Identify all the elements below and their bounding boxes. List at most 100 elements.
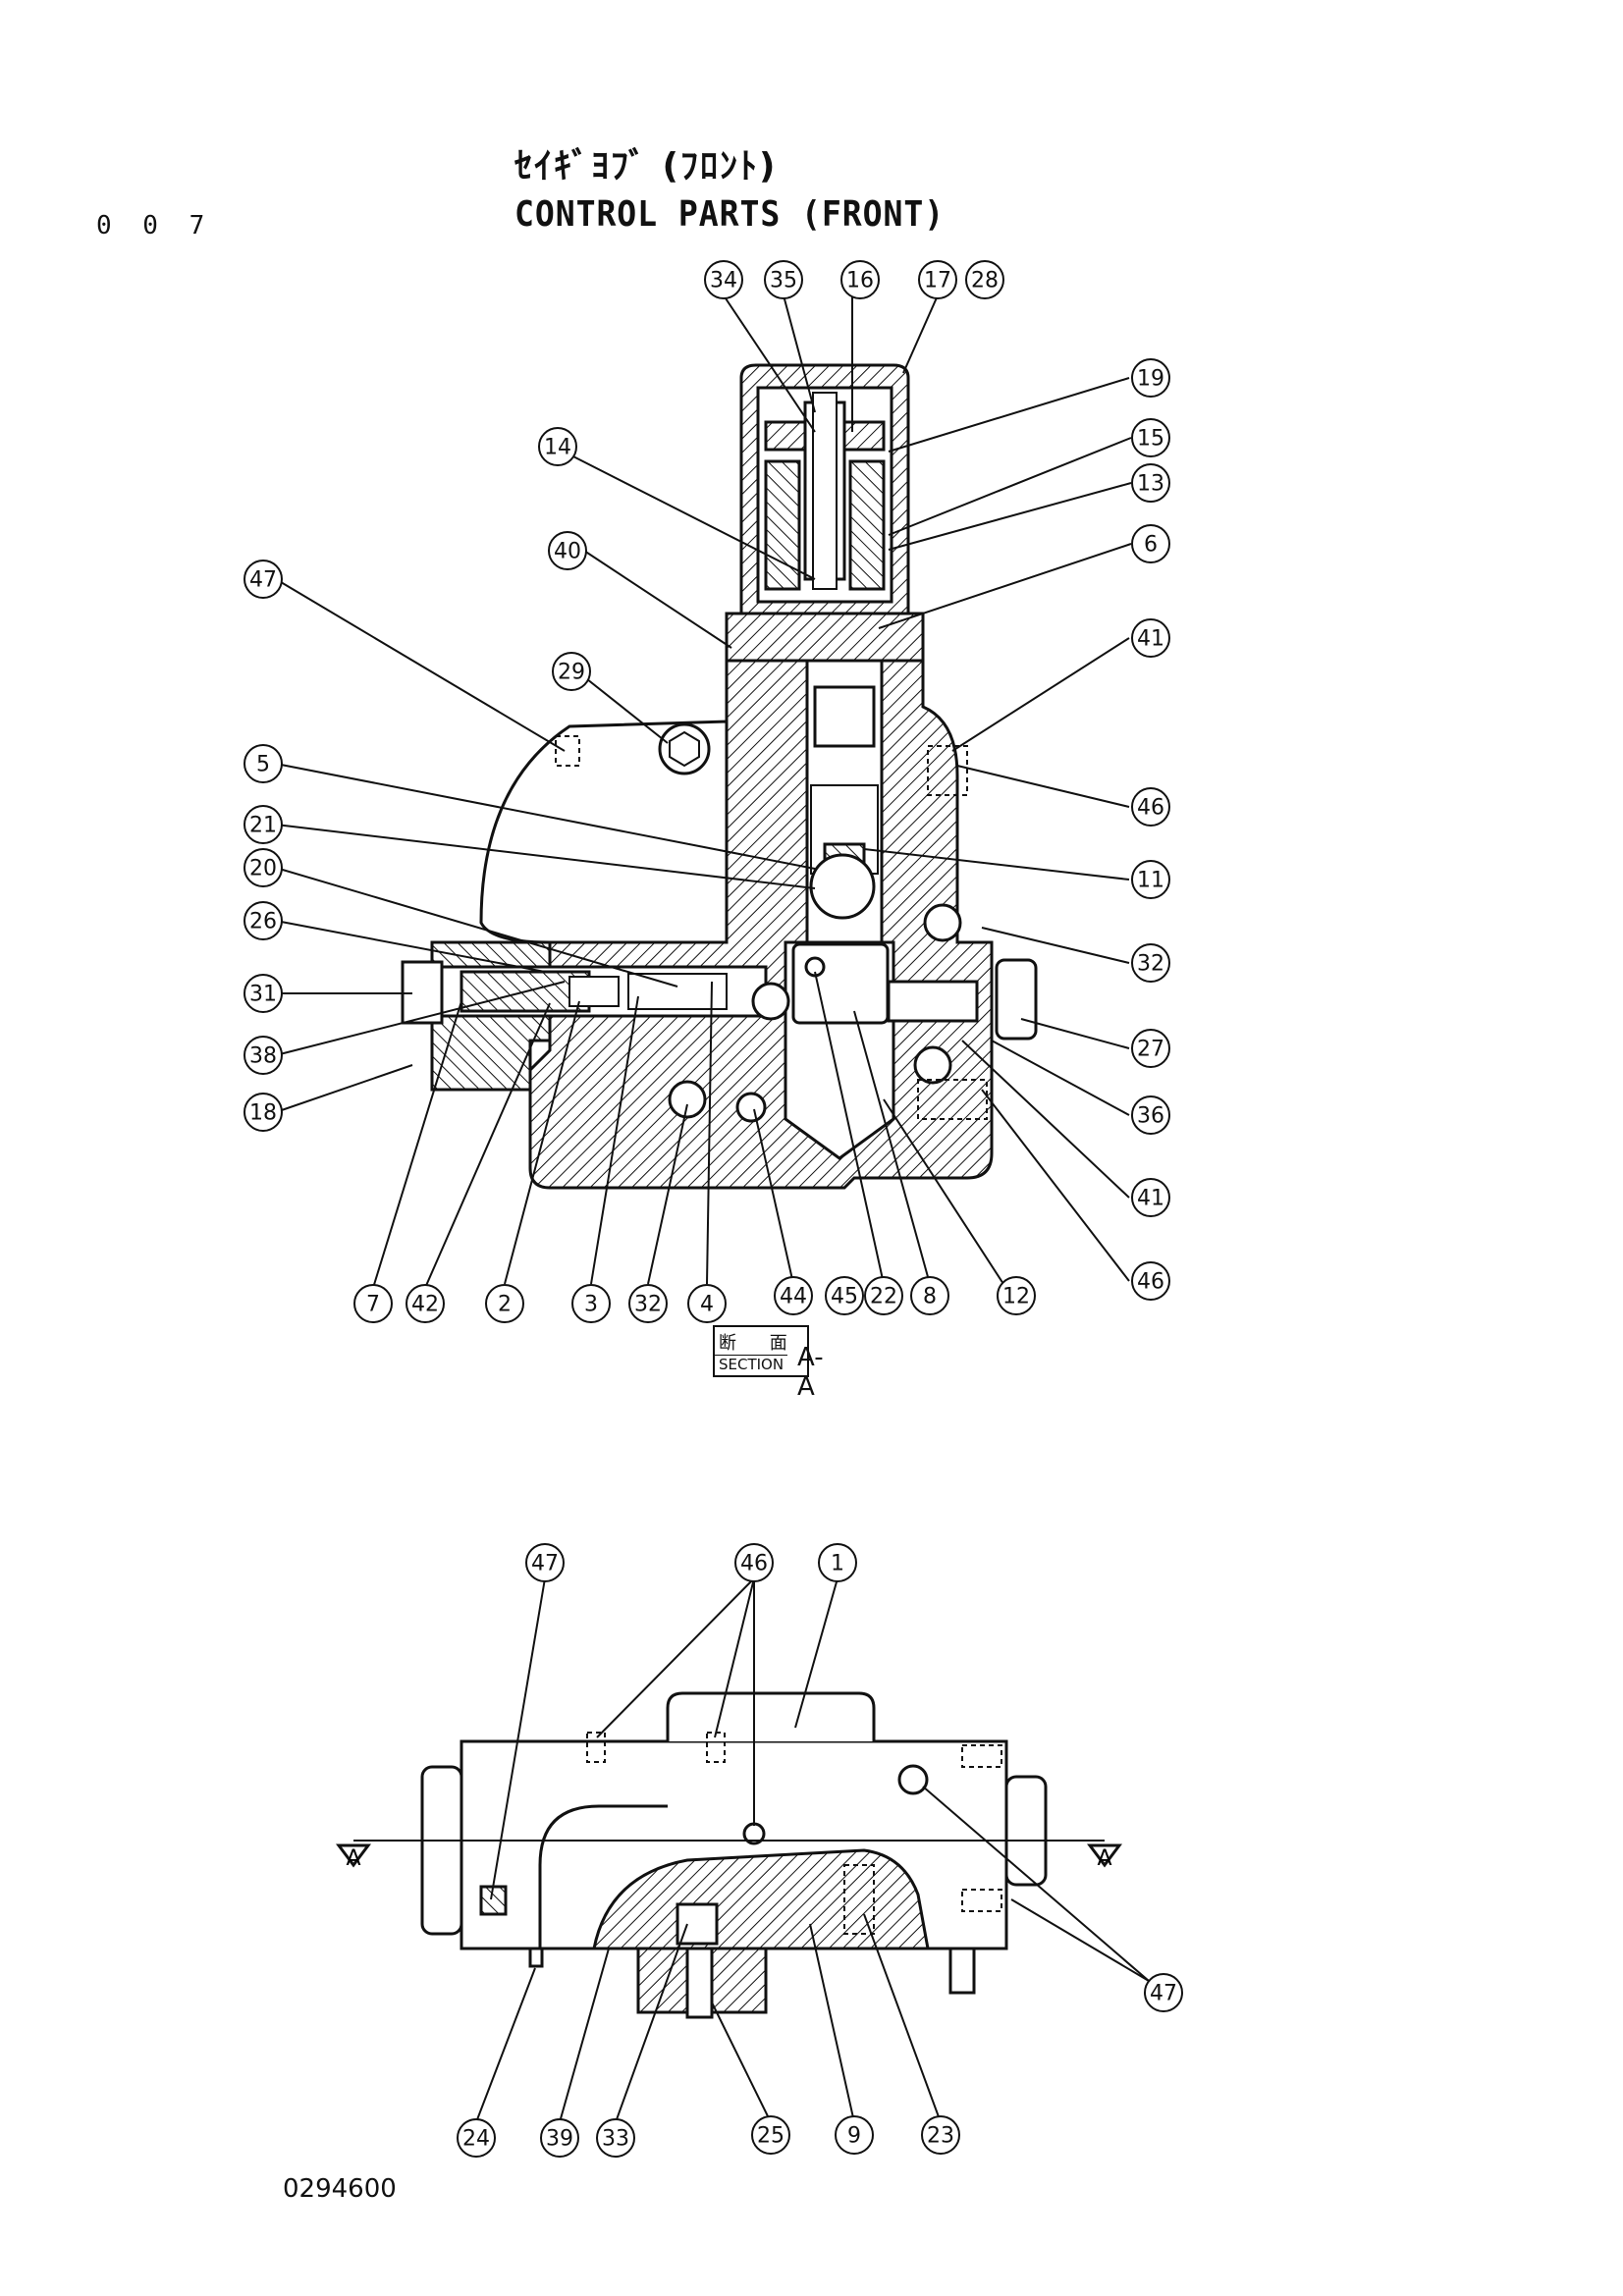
callout-top-4: 4	[687, 1284, 727, 1323]
svg-text:12: 12	[1002, 1285, 1030, 1309]
leader-lines-bottom	[475, 1577, 1150, 2123]
svg-text:9: 9	[847, 2124, 861, 2149]
callout-bottom-1: 1	[818, 1543, 857, 1582]
svg-text:46: 46	[1137, 1270, 1164, 1295]
svg-text:13: 13	[1137, 472, 1164, 497]
svg-text:28: 28	[971, 269, 999, 294]
section-label: 断 面 SECTION A-A	[713, 1325, 824, 1402]
section-arrow-left-label: A	[346, 1846, 360, 1871]
callouts-bottom: 47 46 1 47 24 39 33 25 9 23	[457, 1543, 1183, 2158]
svg-text:46: 46	[1137, 796, 1164, 821]
drawing-number: 0294600	[283, 2174, 397, 2204]
svg-text:16: 16	[846, 269, 874, 294]
callout-top-8: 8	[910, 1276, 949, 1315]
callout-top-20: 20	[243, 848, 283, 887]
title-japanese: ｾｲｷﾞﾖﾌﾞ (ﾌﾛﾝﾄ)	[514, 146, 778, 187]
svg-text:4: 4	[700, 1293, 714, 1317]
svg-text:31: 31	[249, 983, 277, 1007]
svg-text:41: 41	[1137, 627, 1164, 652]
svg-text:40: 40	[554, 540, 581, 564]
callout-bottom-39: 39	[540, 2118, 579, 2158]
callout-top-32: 32	[1131, 943, 1170, 983]
svg-text:41: 41	[1137, 1187, 1164, 1211]
svg-text:29: 29	[558, 661, 585, 685]
svg-text:44: 44	[780, 1285, 807, 1309]
callout-top-17: 17	[918, 260, 957, 299]
callout-top-32: 32	[628, 1284, 668, 1323]
svg-text:1: 1	[831, 1552, 844, 1576]
callout-top-40: 40	[548, 531, 587, 570]
callout-top-7: 7	[353, 1284, 393, 1323]
svg-text:35: 35	[770, 269, 797, 294]
callout-top-13: 13	[1131, 463, 1170, 503]
svg-text:15: 15	[1137, 427, 1164, 452]
callout-bottom-24: 24	[457, 2118, 496, 2158]
callout-top-18: 18	[243, 1093, 283, 1132]
callout-bottom-9: 9	[835, 2115, 874, 2155]
svg-text:6: 6	[1144, 533, 1158, 558]
callout-top-46: 46	[1131, 787, 1170, 827]
callout-top-46: 46	[1131, 1261, 1170, 1301]
svg-text:2: 2	[498, 1293, 512, 1317]
section-arrow-right-label: A	[1097, 1846, 1111, 1871]
callout-top-19: 19	[1131, 358, 1170, 398]
callout-top-31: 31	[243, 974, 283, 1013]
svg-text:47: 47	[531, 1552, 559, 1576]
callout-top-22: 22	[864, 1276, 903, 1315]
svg-text:45: 45	[831, 1285, 858, 1309]
callout-top-11: 11	[1131, 860, 1170, 899]
svg-text:38: 38	[249, 1044, 277, 1069]
callout-top-35: 35	[764, 260, 803, 299]
callout-top-28: 28	[965, 260, 1004, 299]
callout-top-36: 36	[1131, 1095, 1170, 1135]
callout-top-2: 2	[485, 1284, 524, 1323]
svg-text:26: 26	[249, 910, 277, 934]
svg-text:24: 24	[462, 2127, 490, 2152]
callout-bottom-47: 47	[525, 1543, 565, 1582]
svg-text:25: 25	[757, 2124, 784, 2149]
section-aa-view	[401, 363, 1038, 1190]
callout-top-5: 5	[243, 744, 283, 783]
svg-text:17: 17	[924, 269, 951, 294]
callout-top-16: 16	[840, 260, 880, 299]
svg-text:36: 36	[1137, 1104, 1164, 1129]
svg-text:5: 5	[256, 753, 270, 777]
callout-bottom-33: 33	[596, 2118, 635, 2158]
callout-top-27: 27	[1131, 1029, 1170, 1068]
svg-text:3: 3	[584, 1293, 598, 1317]
callout-bottom-23: 23	[921, 2115, 960, 2155]
callout-bottom-46: 46	[734, 1543, 774, 1582]
svg-text:7: 7	[366, 1293, 380, 1317]
callout-top-12: 12	[997, 1276, 1036, 1315]
callout-bottom-25: 25	[751, 2115, 790, 2155]
svg-text:47: 47	[249, 568, 277, 593]
svg-text:22: 22	[870, 1285, 897, 1309]
title-english: CONTROL PARTS (FRONT)	[514, 194, 946, 235]
section-label-view: A-A	[797, 1343, 824, 1402]
leader-lines-top	[275, 294, 1132, 1289]
callout-top-41: 41	[1131, 618, 1170, 658]
svg-text:34: 34	[710, 269, 737, 294]
callout-top-21: 21	[243, 805, 283, 844]
svg-text:32: 32	[1137, 952, 1164, 977]
callout-top-47: 47	[243, 560, 283, 599]
callout-top-14: 14	[538, 427, 577, 466]
callout-top-42: 42	[406, 1284, 445, 1323]
callout-top-26: 26	[243, 901, 283, 940]
callout-top-34: 34	[704, 260, 743, 299]
svg-text:47: 47	[1150, 1982, 1177, 2006]
svg-text:32: 32	[634, 1293, 662, 1317]
svg-text:42: 42	[411, 1293, 439, 1317]
svg-text:23: 23	[927, 2124, 954, 2149]
callout-top-41: 41	[1131, 1178, 1170, 1217]
svg-text:18: 18	[249, 1101, 277, 1126]
svg-text:39: 39	[546, 2127, 573, 2152]
svg-text:8: 8	[923, 1285, 937, 1309]
callout-top-6: 6	[1131, 524, 1170, 563]
callout-top-3: 3	[571, 1284, 611, 1323]
svg-text:33: 33	[602, 2127, 629, 2152]
callout-top-15: 15	[1131, 418, 1170, 457]
svg-text:46: 46	[740, 1552, 768, 1576]
